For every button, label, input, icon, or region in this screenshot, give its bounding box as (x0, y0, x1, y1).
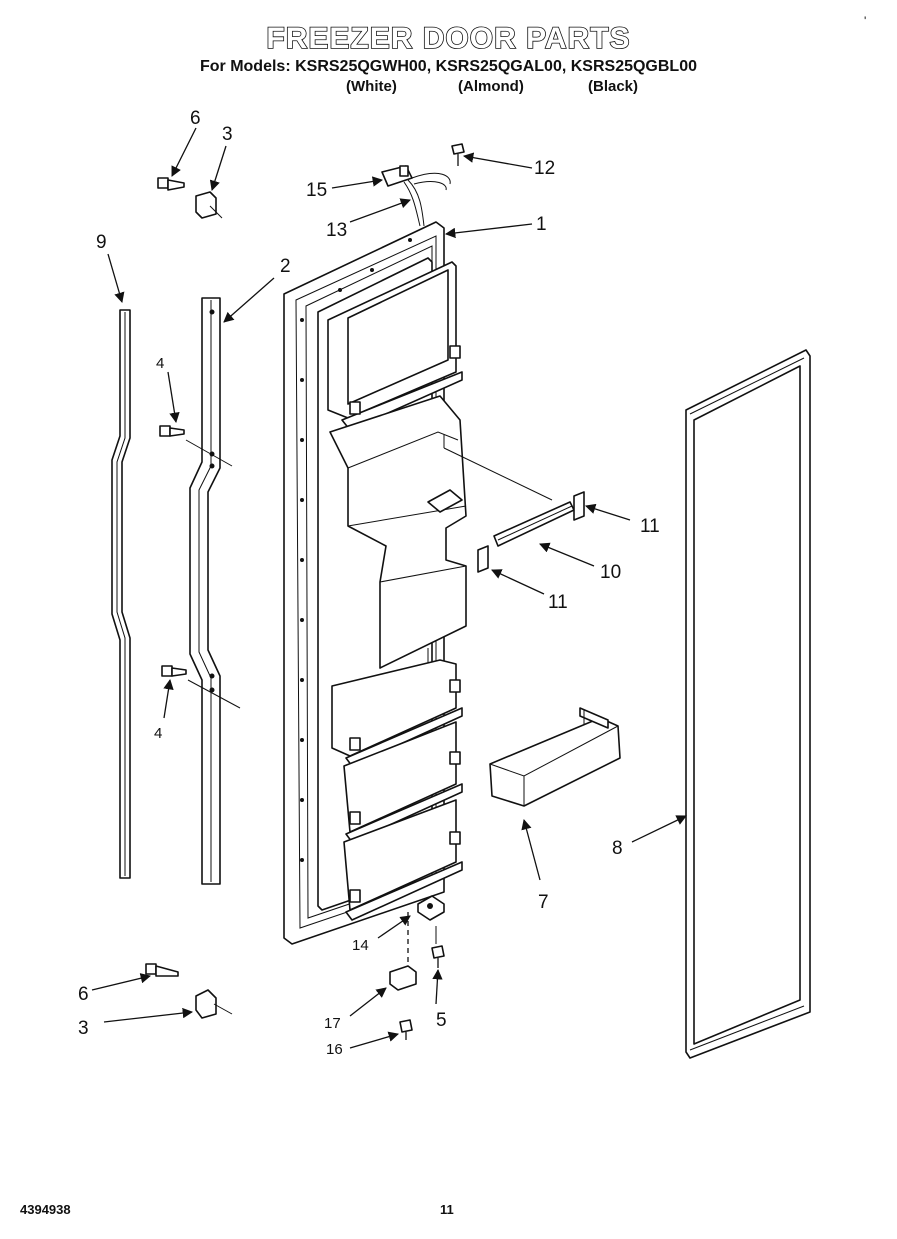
callout-6-bottom: 6 (78, 984, 89, 1005)
part-3-hinge-cap-bottom (195, 989, 233, 1019)
variant-almond: (Almond) (458, 78, 524, 95)
part-12-screw (451, 143, 465, 166)
part-6-hinge-screw-top (157, 177, 185, 191)
part-2-door-channel (189, 297, 221, 885)
part-7-door-bin (489, 707, 621, 807)
callout-9: 9 (96, 232, 107, 253)
callout-4-lower: 4 (154, 725, 162, 742)
part-4-screw-upper (159, 425, 233, 467)
callout-3-bottom: 3 (78, 1018, 89, 1039)
part-9-trim-strip (111, 309, 131, 879)
part-17-bushing (389, 965, 417, 991)
callout-1: 1 (536, 214, 547, 235)
callout-12: 12 (534, 158, 555, 179)
part-4-screw-lower (161, 665, 241, 709)
part-11-trim-cap-left (477, 545, 489, 573)
part-6-hinge-screw-bottom (145, 963, 179, 977)
callout-6-top: 6 (190, 108, 201, 129)
page-title: FREEZER DOOR PARTS (266, 21, 631, 56)
callout-10: 10 (600, 562, 621, 583)
models-line: For Models: KSRS25QGWH00, KSRS25QGAL00, … (199, 58, 697, 75)
callout-8: 8 (612, 838, 623, 859)
part-1-door-panel (283, 221, 553, 945)
part-13-wire-harness (403, 172, 451, 227)
part-11-trim-cap-right (573, 491, 585, 521)
part-16-screw (399, 1019, 413, 1040)
part-5-screw (431, 926, 445, 968)
callout-7: 7 (538, 892, 549, 913)
callout-5: 5 (436, 1010, 447, 1031)
variant-black: (Black) (588, 78, 639, 95)
callout-14: 14 (352, 937, 369, 954)
part-10-dispenser-trim (493, 501, 575, 547)
callout-11-left: 11 (548, 592, 568, 613)
corner-mark: ' (864, 14, 867, 28)
callout-13: 13 (326, 220, 347, 241)
callout-4-upper: 4 (156, 355, 164, 372)
document-number: 4394938 (20, 1202, 71, 1217)
part-14-hinge-bracket (407, 895, 445, 964)
callout-3-top: 3 (222, 124, 233, 145)
callout-16: 16 (326, 1041, 343, 1058)
part-3-hinge-cap-top (195, 191, 223, 219)
page-number: 11 (440, 1202, 454, 1217)
part-8-door-gasket (685, 349, 811, 1059)
callout-17: 17 (324, 1015, 341, 1032)
part-15-connector (381, 165, 413, 187)
callout-15: 15 (306, 180, 327, 201)
callout-11-right: 11 (640, 516, 660, 537)
variant-white: (White) (346, 78, 397, 95)
callout-2: 2 (280, 256, 291, 277)
